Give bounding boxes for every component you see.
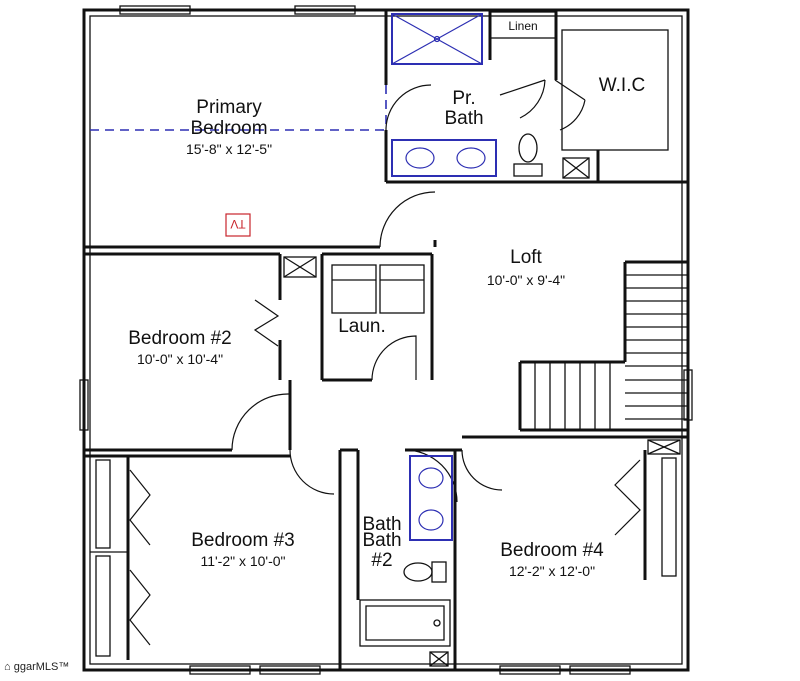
windows: [79, 5, 693, 675]
shower: [391, 13, 483, 65]
tv-label: TV: [230, 217, 245, 231]
primary-bedroom-name-1: Primary: [196, 97, 262, 118]
room-labels: Primary Bedroom 15'-8" x 12'-5" Pr. Bath…: [128, 19, 645, 579]
primary-vanity: [391, 139, 497, 177]
primary-toilet: [513, 133, 543, 177]
bedroom4-dims: 12'-2" x 12'-0": [509, 563, 595, 579]
bedroom2-name: Bedroom #2: [128, 328, 232, 349]
laundry-label: Laun.: [338, 316, 386, 337]
bedroom2-walls: [84, 252, 434, 452]
loft-name: Loft: [510, 247, 542, 268]
bath2-fixtures: [359, 455, 453, 667]
loft-dims: 10'-0" x 9'-4": [487, 272, 565, 288]
bath2-name-2: Bath: [362, 530, 401, 551]
mls-watermark: ⌂ ggarMLS™: [4, 661, 69, 673]
bedroom4-name: Bedroom #4: [500, 540, 604, 561]
bedroom3-name: Bedroom #3: [191, 530, 295, 551]
primary-doors: [379, 79, 586, 248]
wic-label: W.I.C: [599, 75, 645, 96]
primary-suite-walls: [84, 10, 688, 249]
tv-symbol: TV: [225, 213, 251, 237]
watermark-text: ggarMLS™: [13, 661, 70, 673]
primary-bedroom-name-2: Bedroom: [190, 118, 267, 139]
stairs: [518, 260, 688, 432]
primary-bedroom-dims: 15'-8" x 12'-5": [186, 141, 272, 157]
pr-bath-name-1: Pr.: [452, 88, 475, 109]
bedroom2-dims: 10'-0" x 10'-4": [137, 351, 223, 367]
bedroom3-dims: 11'-2" x 10'-0": [200, 553, 285, 569]
house-icon: ⌂: [4, 661, 11, 673]
linen-label: Linen: [508, 19, 537, 33]
lower-walls: [84, 435, 688, 670]
bath2-name-1: Bath: [362, 514, 401, 535]
pr-bath-name-2: Bath: [444, 108, 483, 129]
hall-doors: [231, 393, 335, 495]
bath2-name-3: #2: [371, 550, 392, 571]
